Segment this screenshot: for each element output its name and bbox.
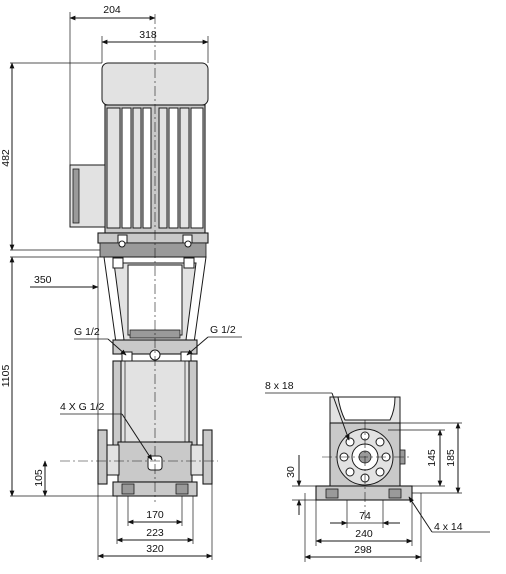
bolt-hole — [345, 467, 355, 477]
motor-fin — [158, 107, 168, 229]
motor-fin — [121, 107, 132, 229]
bolt-head — [184, 240, 192, 248]
dimension-240: 240 — [315, 500, 413, 546]
stool-bolt — [112, 257, 124, 269]
base-foot — [121, 483, 135, 495]
svg-text:4 X G 1/2: 4 X G 1/2 — [60, 401, 105, 413]
tie-bolt — [112, 360, 122, 450]
bolt-head — [118, 240, 126, 248]
dim-label-223: 223 — [146, 527, 164, 539]
dimension-1105: 1105 — [0, 256, 113, 497]
dimension-350: 350 — [30, 257, 99, 430]
inlet-flange — [97, 429, 108, 485]
motor-fin — [168, 107, 179, 229]
front-view: 204 318 482 1105 350 — [0, 4, 242, 560]
dim-label-298: 298 — [354, 544, 372, 556]
dimension-223: 223 — [116, 496, 194, 544]
base-holes-label: 4 x 14 — [408, 496, 490, 533]
dimension-170: 170 — [127, 496, 183, 526]
motor-fin — [142, 107, 152, 229]
dim-label-318: 318 — [139, 29, 157, 41]
motor — [69, 62, 209, 258]
dimension-74: 74 — [330, 500, 400, 528]
bolt-hole — [375, 437, 385, 447]
bolt-hole — [375, 467, 385, 477]
dim-label-30: 30 — [285, 466, 297, 478]
terminal-box-edge — [72, 168, 80, 224]
dimension-204: 204 — [69, 4, 156, 165]
dim-label-185: 185 — [445, 449, 457, 467]
dim-label-482: 482 — [0, 149, 12, 167]
dim-label-170: 170 — [146, 509, 164, 521]
port-label-right: G 1/2 — [186, 324, 242, 356]
motor-fin — [106, 107, 121, 229]
dimension-30: 30 — [285, 455, 316, 515]
dim-label-320: 320 — [146, 543, 164, 555]
motor-fin — [179, 107, 190, 229]
flange-holes-label: 8 x 18 — [265, 380, 350, 441]
dim-label-145: 145 — [426, 449, 438, 467]
side-view: 8 x 18 145 185 30 — [265, 380, 490, 562]
dimension-298: 298 — [304, 493, 422, 562]
svg-text:8 x 18: 8 x 18 — [265, 380, 294, 392]
tie-bolt — [188, 360, 198, 450]
dimension-185: 185 — [400, 422, 462, 494]
svg-text:G 1/2: G 1/2 — [74, 326, 100, 338]
dimension-145: 145 — [388, 429, 445, 487]
dim-label-204: 204 — [103, 4, 121, 16]
port-label-left: G 1/2 — [74, 326, 127, 356]
dim-label-105: 105 — [33, 469, 45, 487]
drain-label: 4 X G 1/2 — [60, 401, 153, 461]
dim-label-240: 240 — [355, 528, 373, 540]
motor-fin — [190, 107, 204, 229]
side-sleeve-curve — [337, 396, 396, 421]
motor-fin — [132, 107, 142, 229]
dimension-318: 318 — [101, 29, 209, 63]
svg-text:4 x 14: 4 x 14 — [434, 521, 463, 533]
dimension-320: 320 — [97, 484, 213, 560]
side-base-foot — [325, 488, 339, 499]
side-base-foot — [388, 488, 402, 499]
svg-text:G 1/2: G 1/2 — [210, 324, 236, 336]
base-foot — [175, 483, 189, 495]
dim-label-74: 74 — [359, 510, 371, 522]
bolt-hole — [345, 437, 355, 447]
dim-label-1105: 1105 — [0, 365, 12, 388]
stool-bolt — [183, 257, 195, 269]
outlet-flange — [202, 429, 213, 485]
dim-label-350: 350 — [34, 274, 52, 286]
dimension-482: 482 — [0, 62, 102, 251]
dimension-105: 105 — [33, 460, 48, 497]
